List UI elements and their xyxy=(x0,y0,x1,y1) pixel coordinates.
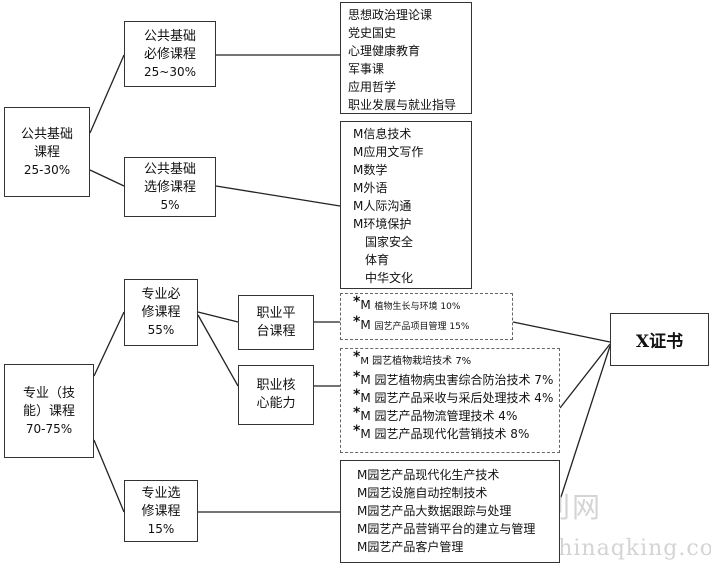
list-item: 思想政治理论课 xyxy=(348,8,433,22)
list-item: *M 园艺产品物流管理技术 4% xyxy=(353,405,518,423)
list-item: 军事课 xyxy=(348,62,385,76)
list-item: 国家安全 xyxy=(365,235,414,249)
node-major-elective: 专业选 修课程 15% xyxy=(124,480,198,542)
list-item: M人际沟通 xyxy=(353,199,412,213)
list-item: *M 园艺产品项目管理 15% xyxy=(353,314,470,332)
list-item: M应用文写作 xyxy=(353,145,424,159)
node-x-certificate: X证书 xyxy=(610,313,709,366)
list-item: 心理健康教育 xyxy=(348,44,421,58)
list-item: 体育 xyxy=(365,253,390,267)
node-platform: 职业平 台课程 xyxy=(238,295,314,350)
node-core: 职业核 心能力 xyxy=(238,365,314,425)
list-major-elective: M园艺产品现代化生产技术 M园艺设施自动控制技术 M园艺产品大数据跟踪与处理 M… xyxy=(340,460,560,563)
list-core: *M 园艺植物栽培技术 7% *M 园艺植物病虫害综合防治技术 7% *M 园艺… xyxy=(340,348,560,453)
list-item: *M 园艺植物栽培技术 7% xyxy=(353,349,472,367)
list-item: M园艺产品客户管理 xyxy=(357,540,464,554)
list-item: 党史国史 xyxy=(348,26,397,40)
list-item: M信息技术 xyxy=(353,127,412,141)
list-item: M园艺产品营销平台的建立与管理 xyxy=(357,522,536,536)
node-public-required: 公共基础 必修课程 25~30% xyxy=(124,21,216,87)
list-item: *M 园艺植物病虫害综合防治技术 7% xyxy=(353,369,554,387)
node-public-elective: 公共基础 选修课程 5% xyxy=(124,157,216,217)
list-item: M环境保护 xyxy=(353,217,412,231)
list-public-elective: M信息技术 M应用文写作 M数学 M外语 M人际沟通 M环境保护 国家安全 体育… xyxy=(340,121,472,289)
list-item: *M 园艺产品现代化营销技术 8% xyxy=(353,423,530,441)
list-item: 职业发展与就业指导 xyxy=(348,98,457,112)
list-item: M数学 xyxy=(353,163,388,177)
list-public-required: 思想政治理论课 党史国史 心理健康教育 军事课 应用哲学 职业发展与就业指导 xyxy=(340,2,472,114)
list-item: M外语 xyxy=(353,181,388,195)
list-item: 应用哲学 xyxy=(348,80,397,94)
list-item: M园艺设施自动控制技术 xyxy=(357,486,488,500)
list-item: *M 园艺产品采收与采后处理技术 4% xyxy=(353,387,554,405)
node-major-required: 专业必 修课程 55% xyxy=(124,279,198,346)
list-item: M园艺产品现代化生产技术 xyxy=(357,468,500,482)
list-item: *M 植物生长与环境 10% xyxy=(353,294,461,312)
list-item: 中华文化 xyxy=(365,271,414,285)
node-public-basic: 公共基础 课程 25-30% xyxy=(4,107,90,197)
list-item: M园艺产品大数据跟踪与处理 xyxy=(357,504,512,518)
node-major: 专业（技 能）课程 70-75% xyxy=(4,364,94,458)
list-platform: *M 植物生长与环境 10% *M 园艺产品项目管理 15% xyxy=(340,293,513,340)
